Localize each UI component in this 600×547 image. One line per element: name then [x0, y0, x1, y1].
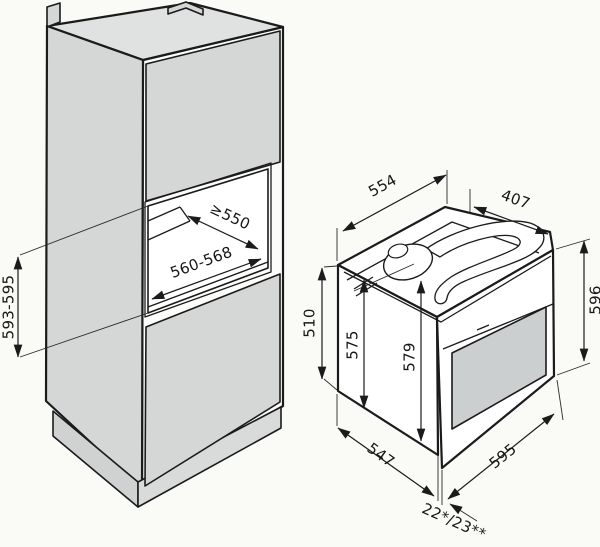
- dim-label-niche-height: 593-595: [0, 275, 18, 340]
- dim-label-rear-top-width: 407: [499, 186, 533, 213]
- dim-label-casing-depth: 547: [364, 439, 398, 471]
- oven-front-frame-edge: [343, 255, 552, 323]
- dim-label-door-protrusion: 22*/23**: [419, 499, 489, 543]
- door-protrusion-ticks: [437, 456, 443, 505]
- oven-door-glass: [451, 306, 547, 430]
- control-panel-display-mark: [476, 324, 490, 331]
- dim-line-niche-width: [151, 258, 262, 300]
- cabinet-left-rear-tab: [46, 2, 61, 28]
- control-panel-line: [442, 303, 554, 350]
- cabinet-upper-door: [145, 30, 281, 202]
- ext-front-height: [555, 238, 591, 376]
- dim-label-front-height: 596: [587, 285, 600, 315]
- leader-door-protrusion: [449, 503, 478, 522]
- dim-line-niche-depth: [187, 215, 259, 250]
- dim-line-casing-depth: [337, 427, 435, 497]
- niche-height-extension-lines: [19, 205, 149, 358]
- oven-top-rear-channel: [346, 221, 540, 281]
- dim-label-gland-height: 579: [401, 342, 419, 372]
- cabinet-plinth-front: [137, 406, 282, 508]
- ext-rear-height: [323, 265, 338, 391]
- cable-gland-cap-icon: [387, 243, 409, 259]
- dim-line-rear-top-width: [473, 206, 549, 235]
- oven-body: [336, 205, 556, 505]
- cabinet-right-rear-tab: [167, 1, 204, 16]
- dim-line-top-depth: [342, 174, 447, 232]
- dim-line-front-width: [447, 413, 555, 500]
- ext-front-width: [556, 379, 564, 421]
- dim-label-rear-height: 510: [301, 308, 319, 338]
- dim-label-top-depth: 554: [365, 171, 400, 201]
- ext-top-depth: [336, 170, 448, 261]
- housing-cabinet: [19, 1, 285, 508]
- dim-label-casing-height: 575: [344, 330, 362, 360]
